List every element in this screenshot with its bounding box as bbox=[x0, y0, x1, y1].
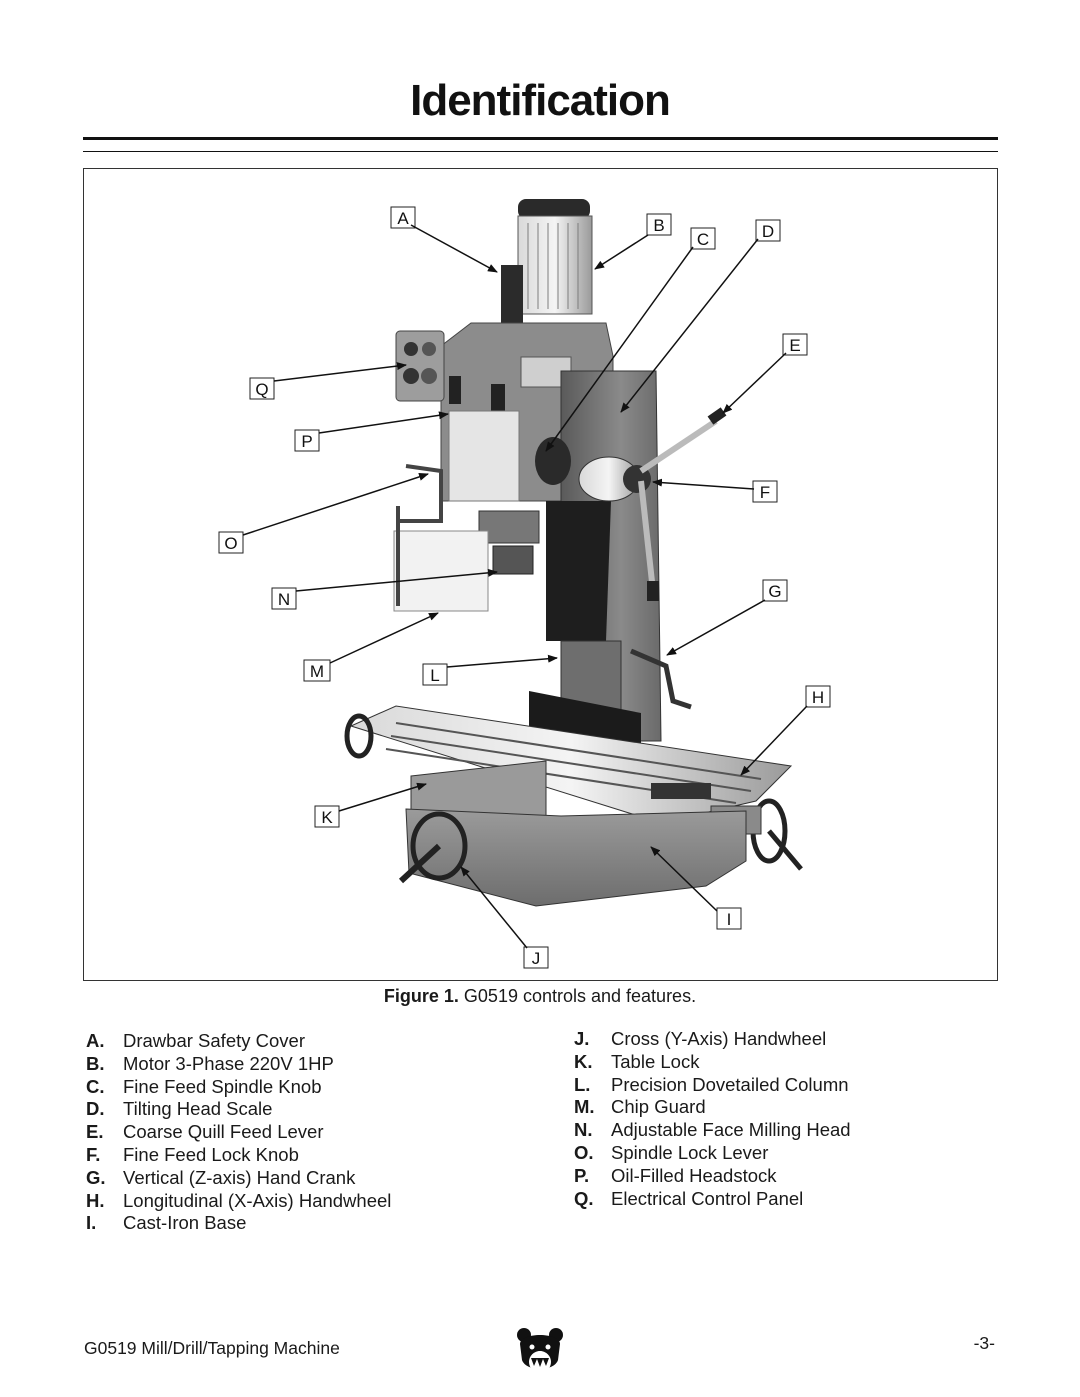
feature-item: K. Table Lock bbox=[574, 1051, 851, 1074]
grizzly-bear-logo-icon bbox=[517, 1328, 563, 1373]
title-rule-thin bbox=[83, 151, 998, 152]
feature-text: Electrical Control Panel bbox=[611, 1187, 804, 1209]
feature-text: Longitudinal (X-Axis) Handwheel bbox=[123, 1189, 392, 1211]
callouts: A B C D E F G H I bbox=[218, 206, 831, 969]
feature-text: Table Lock bbox=[611, 1050, 700, 1072]
feature-letter: Q. bbox=[574, 1187, 594, 1209]
feature-letter: B. bbox=[86, 1052, 105, 1074]
feature-letter: O. bbox=[574, 1141, 594, 1163]
feature-item: Q. Electrical Control Panel bbox=[574, 1188, 851, 1211]
callout-c: C bbox=[697, 230, 709, 249]
feature-letter: G. bbox=[86, 1166, 106, 1188]
callout-n: N bbox=[278, 590, 290, 609]
figure-caption: Figure 1. G0519 controls and features. bbox=[0, 986, 1080, 1007]
feature-text: Coarse Quill Feed Lever bbox=[123, 1121, 324, 1143]
feature-item: M. Chip Guard bbox=[574, 1096, 851, 1119]
title-rule-thick bbox=[83, 137, 998, 140]
figure-caption-text: G0519 controls and features. bbox=[458, 986, 697, 1006]
feature-text: Cast-Iron Base bbox=[123, 1212, 247, 1234]
callout-i: I bbox=[727, 910, 732, 929]
feature-text: Spindle Lock Lever bbox=[611, 1141, 769, 1163]
drawbar-cover bbox=[501, 265, 523, 323]
callout-l: L bbox=[430, 666, 439, 685]
feature-item: O. Spindle Lock Lever bbox=[574, 1142, 851, 1165]
feature-text: Precision Dovetailed Column bbox=[611, 1073, 849, 1095]
feature-item: C. Fine Feed Spindle Knob bbox=[86, 1076, 391, 1099]
feature-item: E. Coarse Quill Feed Lever bbox=[86, 1121, 391, 1144]
callout-q: Q bbox=[255, 380, 268, 399]
machine-illustration bbox=[344, 199, 803, 907]
feature-text: Motor 3-Phase 220V 1HP bbox=[123, 1052, 334, 1074]
feature-letter: E. bbox=[86, 1121, 104, 1143]
callout-f: F bbox=[760, 483, 770, 502]
motor-cap bbox=[518, 199, 590, 219]
feature-letter: M. bbox=[574, 1096, 595, 1118]
feature-text: Adjustable Face Milling Head bbox=[611, 1119, 851, 1141]
feature-letter: D. bbox=[86, 1098, 105, 1120]
feature-item: I. Cast-Iron Base bbox=[86, 1212, 391, 1235]
feature-letter: F. bbox=[86, 1143, 101, 1165]
feature-item: G. Vertical (Z-axis) Hand Crank bbox=[86, 1167, 391, 1190]
figure-machine-illustration: A B C D E F G H I bbox=[83, 168, 998, 981]
feature-text: Vertical (Z-axis) Hand Crank bbox=[123, 1166, 356, 1188]
feature-letter: C. bbox=[86, 1075, 105, 1097]
feature-item: D. Tilting Head Scale bbox=[86, 1098, 391, 1121]
feature-text: Drawbar Safety Cover bbox=[123, 1030, 305, 1051]
feature-text: Fine Feed Lock Knob bbox=[123, 1143, 299, 1165]
motor-body bbox=[517, 215, 593, 315]
feature-letter: K. bbox=[574, 1050, 593, 1072]
callout-j: J bbox=[532, 949, 541, 968]
callout-p: P bbox=[301, 432, 312, 451]
machine-diagram: A B C D E F G H I bbox=[218, 199, 831, 969]
feature-item: H. Longitudinal (X-Axis) Handwheel bbox=[86, 1190, 391, 1213]
feature-item: L. Precision Dovetailed Column bbox=[574, 1074, 851, 1097]
callout-h: H bbox=[812, 688, 824, 707]
feature-letter: A. bbox=[86, 1030, 105, 1051]
feature-item: J. Cross (Y-Axis) Handwheel bbox=[574, 1028, 851, 1051]
feature-letter: L. bbox=[574, 1073, 591, 1095]
callout-b: B bbox=[653, 216, 664, 235]
callout-g: G bbox=[768, 582, 781, 601]
callout-k: K bbox=[321, 808, 333, 827]
callout-d: D bbox=[762, 222, 774, 241]
page-title: Identification bbox=[410, 76, 671, 125]
feature-letter: N. bbox=[574, 1119, 593, 1141]
feature-item: P. Oil-Filled Headstock bbox=[574, 1165, 851, 1188]
feature-text: Chip Guard bbox=[611, 1096, 706, 1118]
feature-text: Tilting Head Scale bbox=[123, 1098, 273, 1120]
feature-item: N. Adjustable Face Milling Head bbox=[574, 1119, 851, 1142]
feature-item: F. Fine Feed Lock Knob bbox=[86, 1144, 391, 1167]
feature-letter: J. bbox=[574, 1028, 590, 1049]
callout-a: A bbox=[397, 209, 409, 228]
feature-item: B. Motor 3-Phase 220V 1HP bbox=[86, 1053, 391, 1076]
feature-letter: P. bbox=[574, 1164, 590, 1186]
feature-text: Cross (Y-Axis) Handwheel bbox=[611, 1028, 827, 1049]
page-number: -3- bbox=[973, 1333, 995, 1353]
feature-item: A. Drawbar Safety Cover bbox=[86, 1030, 391, 1053]
feature-letter: I. bbox=[86, 1212, 97, 1234]
callout-m: M bbox=[310, 662, 324, 681]
figure-caption-label: Figure 1. bbox=[383, 986, 459, 1006]
feature-letter: H. bbox=[86, 1189, 105, 1211]
footer-model-name: G0519 Mill/Drill/Tapping Machine bbox=[84, 1338, 340, 1358]
callout-o: O bbox=[224, 534, 237, 553]
feature-text: Oil-Filled Headstock bbox=[611, 1164, 777, 1186]
feature-text: Fine Feed Spindle Knob bbox=[123, 1075, 322, 1097]
callout-e: E bbox=[789, 336, 800, 355]
